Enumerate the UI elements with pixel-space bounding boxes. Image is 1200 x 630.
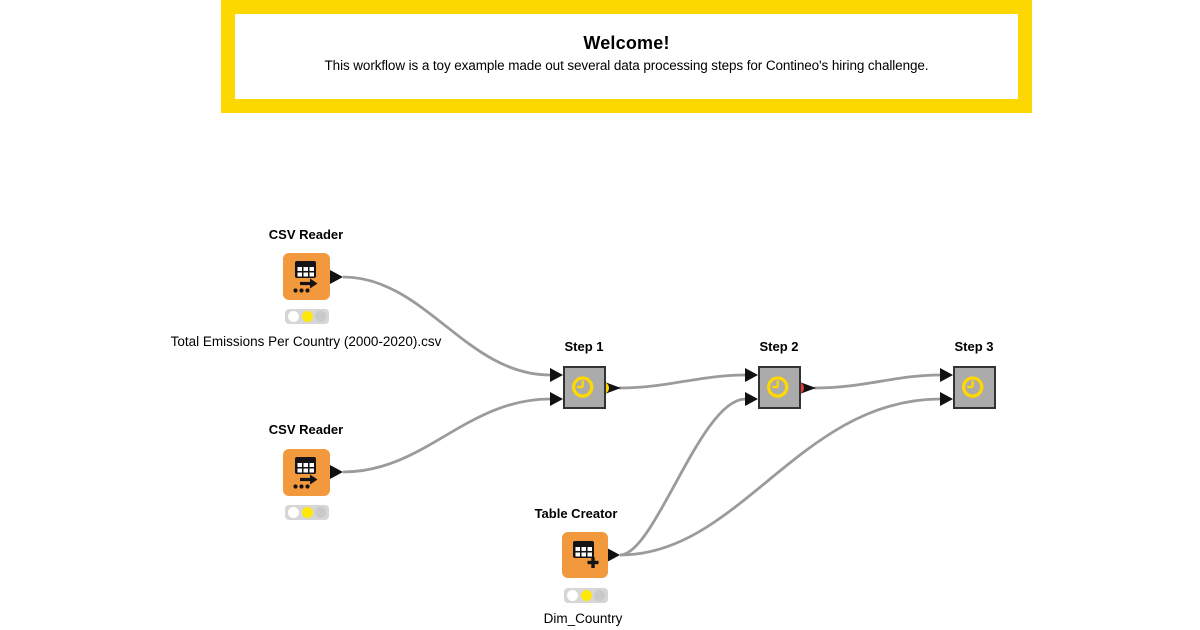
traffic-lamp-red (288, 311, 299, 322)
node-title-csv-reader-2: CSV Reader (268, 422, 344, 437)
annotation-body: This workflow is a toy example made out … (324, 58, 929, 73)
step-1-input-port-2[interactable] (550, 392, 563, 406)
step-1-input-port-1[interactable] (550, 368, 563, 382)
csv-reader-2-output-port[interactable] (330, 465, 343, 479)
traffic-lamp-red (288, 507, 299, 518)
connection-tablecreator-step2[interactable] (619, 397, 746, 557)
traffic-lamp-yellow (301, 311, 313, 322)
table-arrow-icon (293, 261, 318, 293)
table-plus-icon (573, 541, 599, 568)
connection-step1-step2[interactable] (618, 373, 746, 390)
node-step-3[interactable] (953, 366, 996, 409)
csv-reader-1-output-port[interactable] (330, 270, 343, 284)
annotation-content: Welcome! This workflow is a toy example … (235, 14, 1018, 99)
connection-csv2-step1[interactable] (342, 397, 551, 474)
traffic-lamp-green (594, 590, 605, 601)
node-step-2[interactable] (758, 366, 801, 409)
traffic-light-csv-reader-1 (285, 309, 329, 324)
step-2-input-port-1[interactable] (745, 368, 758, 382)
node-title-step-2: Step 2 (759, 339, 799, 354)
traffic-lamp-yellow (301, 507, 313, 518)
node-title-csv-reader-1: CSV Reader (268, 227, 344, 242)
traffic-lamp-red (567, 590, 578, 601)
node-title-step-3: Step 3 (954, 339, 994, 354)
table-creator-output-port[interactable] (607, 548, 620, 562)
traffic-lamp-yellow (580, 590, 592, 601)
node-step-1[interactable] (563, 366, 606, 409)
clock-icon (766, 376, 789, 398)
traffic-light-table-creator (564, 588, 608, 603)
traffic-light-csv-reader-2 (285, 505, 329, 520)
table-arrow-icon (293, 457, 318, 489)
connection-csv1-step1[interactable] (342, 275, 551, 377)
node-label-table-creator: Dim_Country (543, 611, 623, 626)
node-title-table-creator: Table Creator (534, 506, 618, 521)
annotation-box[interactable]: Welcome! This workflow is a toy example … (221, 0, 1032, 113)
step-2-input-port-2[interactable] (745, 392, 758, 406)
node-label-csv-reader-1: Total Emissions Per Country (2000-2020).… (170, 334, 442, 349)
node-title-step-1: Step 1 (564, 339, 604, 354)
connection-tablecreator-step3[interactable] (619, 397, 941, 557)
clock-icon (571, 376, 594, 398)
traffic-lamp-green (315, 507, 326, 518)
traffic-lamp-green (315, 311, 326, 322)
step-3-input-port-2[interactable] (940, 392, 953, 406)
annotation-title: Welcome! (583, 33, 670, 53)
node-table-creator[interactable] (562, 532, 608, 578)
node-csv-reader-2[interactable] (283, 449, 330, 496)
step-3-input-port-1[interactable] (940, 368, 953, 382)
connection-step2-step3[interactable] (813, 373, 941, 390)
clock-icon (961, 376, 984, 398)
node-csv-reader-1[interactable] (283, 253, 330, 300)
